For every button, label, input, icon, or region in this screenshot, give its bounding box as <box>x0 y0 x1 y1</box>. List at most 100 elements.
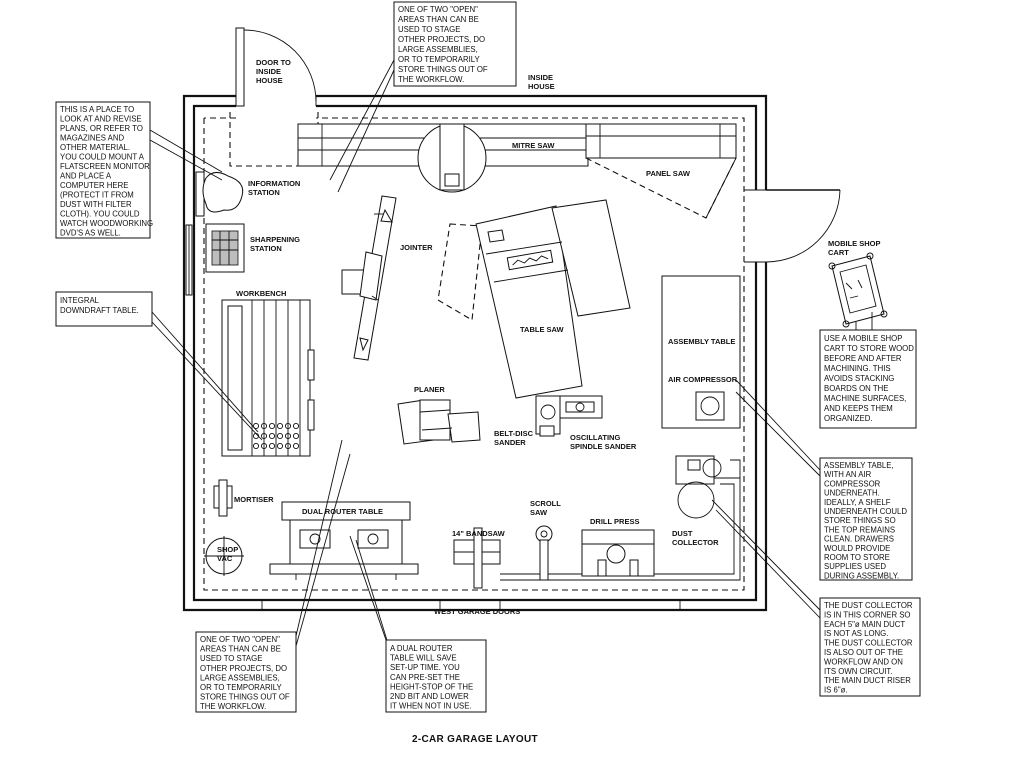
note-line: OTHER MATERIAL. <box>60 143 130 152</box>
label-information-station: INFORMATION <box>248 179 300 188</box>
note-line: OTHER PROJECTS, DO <box>398 35 485 44</box>
note-line: STORE THINGS SO <box>824 516 896 525</box>
label-door-to-inside-house: DOOR TO <box>256 58 291 67</box>
note-line: ONE OF TWO "OPEN" <box>200 635 280 644</box>
label-door-to-inside-house: INSIDE <box>256 67 281 76</box>
label-workbench: WORKBENCH <box>236 289 286 298</box>
note-line: THE DUST COLLECTOR <box>824 601 913 610</box>
label-assembly-table: ASSEMBLY TABLE <box>668 337 735 346</box>
note-line: MACHINE SURFACES, <box>824 394 906 403</box>
label-dust-collector: DUST <box>672 529 693 538</box>
note-line: AREAS THAN CAN BE <box>200 645 281 654</box>
note-line: ORGANIZED. <box>824 414 873 423</box>
label-panel-saw: PANEL SAW <box>646 169 691 178</box>
note-line: AND KEEPS THEM <box>824 404 893 413</box>
note-line: IS 6"ø. <box>824 686 848 695</box>
label-dual-router-table: DUAL ROUTER TABLE <box>302 507 383 516</box>
label-air-compressor: AIR COMPRESSOR <box>668 375 738 384</box>
note-line: CAN PRE-SET THE <box>390 673 460 682</box>
note-line: WITH AN AIR <box>824 470 872 479</box>
note-line: ASSEMBLY TABLE, <box>824 461 894 470</box>
label-inside-house: INSIDE <box>528 73 553 82</box>
workbench <box>221 299 315 457</box>
label-mitre-saw: MITRE SAW <box>512 141 555 150</box>
note-line: WATCH WOODWORKING <box>60 219 153 228</box>
note-line: WOULD PROVIDE <box>824 544 890 553</box>
note-line: UNDERNEATH COULD <box>824 507 907 516</box>
label-oscillating-spindle-sander: SPINDLE SANDER <box>570 442 637 451</box>
note-line: CLEAN. DRAWERS <box>824 535 894 544</box>
label-belt-disc-sander: BELT-DISC <box>494 429 534 438</box>
label-mortiser: MORTISER <box>234 495 274 504</box>
note-line: LARGE ASSEMBLIES, <box>398 45 478 54</box>
note-line: LOOK AT AND REVISE <box>60 115 142 124</box>
label-mobile-shop-cart: CART <box>828 248 849 257</box>
table-saw <box>437 199 631 399</box>
note-line: THE WORKFLOW. <box>200 702 266 711</box>
note-line: ONE OF TWO "OPEN" <box>398 5 478 14</box>
mortiser <box>213 479 233 517</box>
note-line: CART TO STORE WOOD <box>824 344 914 353</box>
note-line: OR TO TEMPORARILY <box>200 683 283 692</box>
downdraft-holes <box>252 422 300 450</box>
jointer <box>341 195 397 361</box>
label-jointer: JOINTER <box>400 243 433 252</box>
note-line: THIS IS A PLACE TO <box>60 105 134 114</box>
note-line: IS ALSO OUT OF THE <box>824 648 903 657</box>
bandsaw <box>453 527 501 589</box>
note-line: IT WHEN NOT IN USE. <box>390 702 472 711</box>
label-sharpening-station: SHARPENING <box>250 235 300 244</box>
note-line: HEIGHT-STOP OF THE <box>390 682 473 691</box>
left-window <box>185 224 193 296</box>
mobile-shop-cart <box>828 252 888 328</box>
label-inside-house: HOUSE <box>528 82 555 91</box>
garage-walls <box>182 94 768 612</box>
note-line: THE WORKFLOW. <box>398 75 464 84</box>
note-line: IS IN THIS CORNER SO <box>824 610 911 619</box>
note-line: UNDERNEATH. <box>824 489 880 498</box>
note-line: DOWNDRAFT TABLE. <box>60 306 139 315</box>
note-line: MACHINING. THIS <box>824 364 891 373</box>
note-line: INTEGRAL <box>60 296 100 305</box>
label-scroll-saw: SCROLL <box>530 499 561 508</box>
information-station <box>195 171 244 217</box>
dual-router-table <box>269 501 419 580</box>
note-line: ROOM TO STORE <box>824 553 890 562</box>
drill-press <box>581 529 655 577</box>
note-line: 2ND BIT AND LOWER <box>390 692 469 701</box>
note-line: THE MAIN DUCT RISER <box>824 676 911 685</box>
label-shop-vac: VAC <box>217 554 233 563</box>
west-garage-doors <box>261 600 681 610</box>
label-information-station: STATION <box>248 188 280 197</box>
note-line: AREAS THAN CAN BE <box>398 15 479 24</box>
door-to-inside-house <box>229 27 319 167</box>
note-line: BOARDS ON THE <box>824 384 888 393</box>
note-line: PLANS, OR REFER TO <box>60 124 143 133</box>
note-line: A DUAL ROUTER <box>390 644 453 653</box>
note-line: LARGE ASSEMBLIES, <box>200 673 280 682</box>
note-line: STORE THINGS OUT OF <box>398 65 488 74</box>
label-sharpening-station: STATION <box>250 244 282 253</box>
note-line: FLATSCREEN MONITOR <box>60 162 150 171</box>
mitre-saw <box>297 123 589 193</box>
